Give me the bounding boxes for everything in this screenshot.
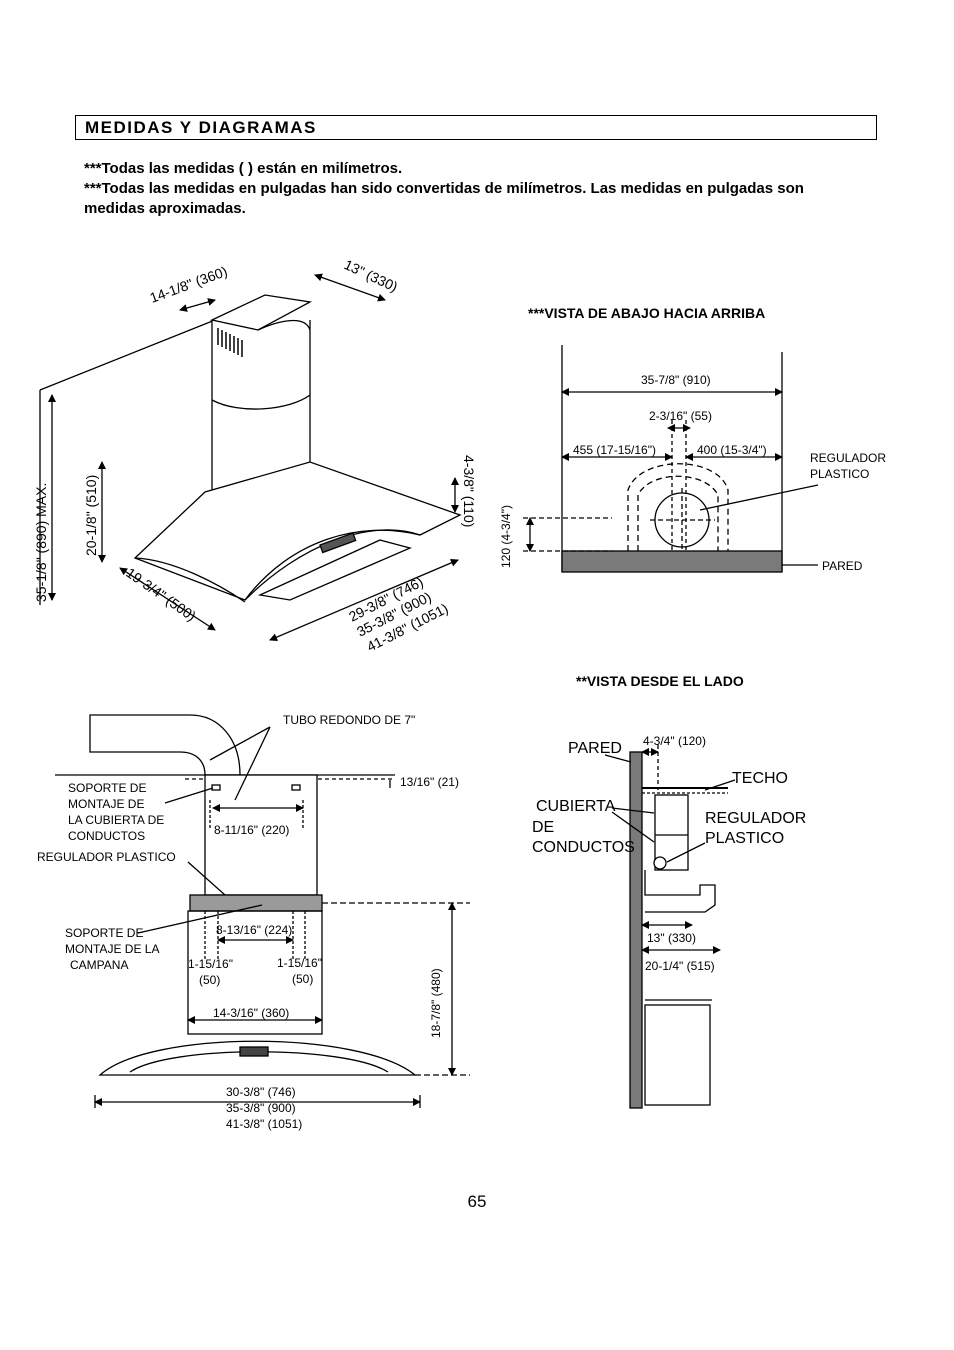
- side-ceiling-label: TECHO: [732, 770, 788, 787]
- side-dim-120: 4-3/4" (120): [643, 734, 706, 748]
- front-dim-224: 8-13/16" (224): [216, 923, 292, 937]
- bottom-wall-label: PARED: [822, 559, 863, 573]
- front-width-1051: 41-3/8" (1051): [226, 1117, 302, 1131]
- front-support2-line3: CAMPANA: [70, 958, 128, 972]
- iso-dim-top-depth: 13" (330): [342, 256, 401, 295]
- bottom-dim-910: 35-7/8" (910): [641, 373, 711, 387]
- section-header: MEDIDAS Y DIAGRAMAS: [75, 115, 877, 140]
- front-dim-50b-1: 1-15/16": [277, 956, 322, 970]
- bottom-regulator-label-2: PLASTICO: [810, 467, 869, 481]
- front-dim-480: 18-7/8" (480): [429, 968, 443, 1038]
- notes: ***Todas las medidas ( ) están en milíme…: [84, 159, 844, 219]
- iso-dim-110: 4-3/8" (110): [461, 455, 477, 527]
- note-1: ***Todas las medidas ( ) están en milíme…: [84, 160, 403, 177]
- section-title: MEDIDAS Y DIAGRAMAS: [85, 118, 317, 137]
- front-dim-50b-2: (50): [292, 972, 313, 986]
- front-support1-line2: MONTAJE DE: [68, 797, 144, 811]
- iso-dim-510: 20-1/8" (510): [83, 475, 99, 556]
- bottom-dim-455: 455 (17-15/16"): [573, 443, 656, 457]
- front-width-900: 35-3/8" (900): [226, 1101, 296, 1115]
- bottom-dim-120: 120 (4-3/4"): [499, 505, 513, 568]
- bottom-view: [523, 345, 819, 573]
- isometric-view: [39, 273, 462, 641]
- bottom-view-title: ***VISTA DE ABAJO HACIA ARRIBA: [528, 305, 765, 321]
- front-width-746: 30-3/8" (746): [226, 1085, 296, 1099]
- iso-dim-top-width: 14-1/8" (360): [148, 263, 230, 306]
- iso-dim-max-height: 35-1/8" (890) MAX.: [33, 483, 49, 602]
- front-regulator-label: REGULADOR PLASTICO: [37, 850, 176, 864]
- side-dim-330: 13" (330): [647, 931, 696, 945]
- side-cover-label-2: DE: [532, 819, 554, 836]
- front-dim-21: 13/16" (21): [400, 775, 459, 789]
- side-view: [604, 745, 736, 1109]
- front-support1-line1: SOPORTE DE: [68, 781, 146, 795]
- front-support2-line2: MONTAJE DE LA: [65, 942, 159, 956]
- front-support1-line3: LA CUBIERTA DE: [68, 813, 164, 827]
- front-dim-50a-2: (50): [199, 973, 220, 987]
- front-dim-220: 8-11/16" (220): [214, 823, 289, 837]
- side-wall-label: PARED: [568, 740, 622, 757]
- bottom-dim-400: 400 (15-3/4"): [697, 443, 767, 457]
- side-cover-label-1: CUBIERTA: [536, 798, 616, 815]
- front-dim-360: 14-3/16" (360): [213, 1006, 289, 1020]
- side-regulator-label-2: PLASTICO: [705, 830, 784, 847]
- front-support2-line1: SOPORTE DE: [65, 926, 143, 940]
- page-number: 65: [467, 1192, 487, 1211]
- front-support1-line4: CONDUCTOS: [68, 829, 145, 843]
- note-2: ***Todas las medidas en pulgadas han sid…: [84, 180, 804, 217]
- side-view-title: **VISTA DESDE EL LADO: [576, 673, 744, 689]
- front-tube-label: TUBO REDONDO DE 7": [283, 713, 415, 727]
- side-cover-label-3: CONDUCTOS: [532, 839, 635, 856]
- bottom-regulator-label-1: REGULADOR: [810, 451, 886, 465]
- side-dim-515: 20-1/4" (515): [645, 959, 715, 973]
- side-regulator-label-1: REGULADOR: [705, 810, 806, 827]
- front-dim-50a-1: 1-15/16": [188, 957, 233, 971]
- bottom-dim-55: 2-3/16" (55): [649, 409, 712, 423]
- front-view: [55, 714, 470, 1108]
